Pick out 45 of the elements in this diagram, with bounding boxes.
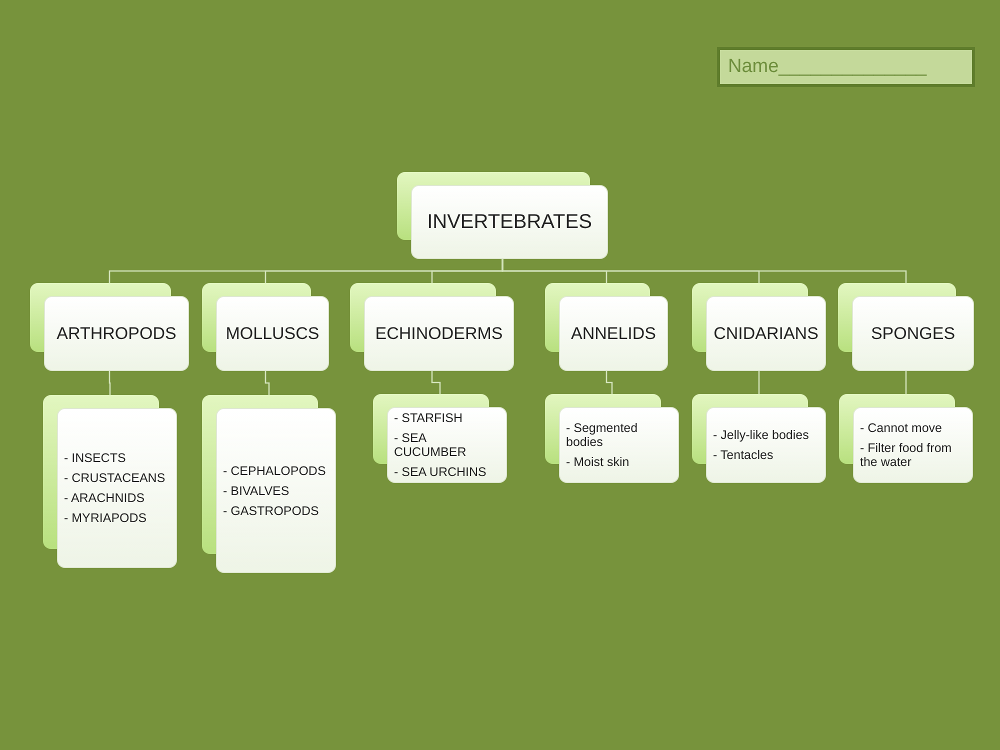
category-title: CNIDARIANS <box>714 324 818 344</box>
list-item: - Filter food from the water <box>860 441 953 469</box>
category-title: MOLLUSCS <box>226 324 320 344</box>
category-card <box>559 296 668 371</box>
list-item: - GASTROPODS <box>223 504 319 518</box>
connector-line <box>502 259 907 283</box>
category-card <box>706 296 826 371</box>
field-label: Name______________ <box>728 56 927 78</box>
category-card <box>216 296 329 371</box>
category-title: ANNELIDS <box>570 324 656 344</box>
detail-card <box>387 407 507 483</box>
list-item: - Tentacles <box>713 448 774 462</box>
list-item: - CEPHALOPODS <box>223 464 326 478</box>
category-title: SPONGES <box>870 324 956 344</box>
detail-card <box>853 407 973 483</box>
list-item: - BIVALVES <box>223 484 290 498</box>
connector-line <box>606 371 613 394</box>
category-title: ARTHROPODS <box>56 324 176 344</box>
category-card <box>364 296 514 371</box>
detail-card <box>706 407 826 483</box>
list-item: - CRUSTACEANS <box>64 471 166 485</box>
list-item: - INSECTS <box>64 451 126 465</box>
list-item: - ARACHNIDS <box>64 491 145 505</box>
category-card <box>411 185 608 259</box>
connector-line <box>108 371 111 395</box>
list-item: - Cannot move <box>860 421 942 435</box>
category-card <box>852 296 974 371</box>
category-card <box>44 296 189 371</box>
connector-line <box>264 371 270 395</box>
list-item: - STARFISH <box>394 411 463 425</box>
list-item: - Segmented bodies <box>566 421 639 449</box>
detail-card <box>57 408 177 568</box>
category-title: ECHINODERMS <box>375 324 503 344</box>
list-item: - MYRIAPODS <box>64 511 147 525</box>
detail-card <box>216 408 336 573</box>
name-field <box>717 47 975 87</box>
list-item: - Jelly-like bodies <box>713 428 809 442</box>
list-item: - SEA CUCUMBER <box>394 431 468 459</box>
category-title: INVERTEBRATES <box>427 210 592 234</box>
connector-line <box>758 371 760 394</box>
connector-line <box>431 371 441 394</box>
list-item: - SEA URCHINS <box>394 465 486 479</box>
connector-line <box>905 371 907 394</box>
list-item: - Moist skin <box>566 455 630 469</box>
detail-card <box>559 407 679 483</box>
